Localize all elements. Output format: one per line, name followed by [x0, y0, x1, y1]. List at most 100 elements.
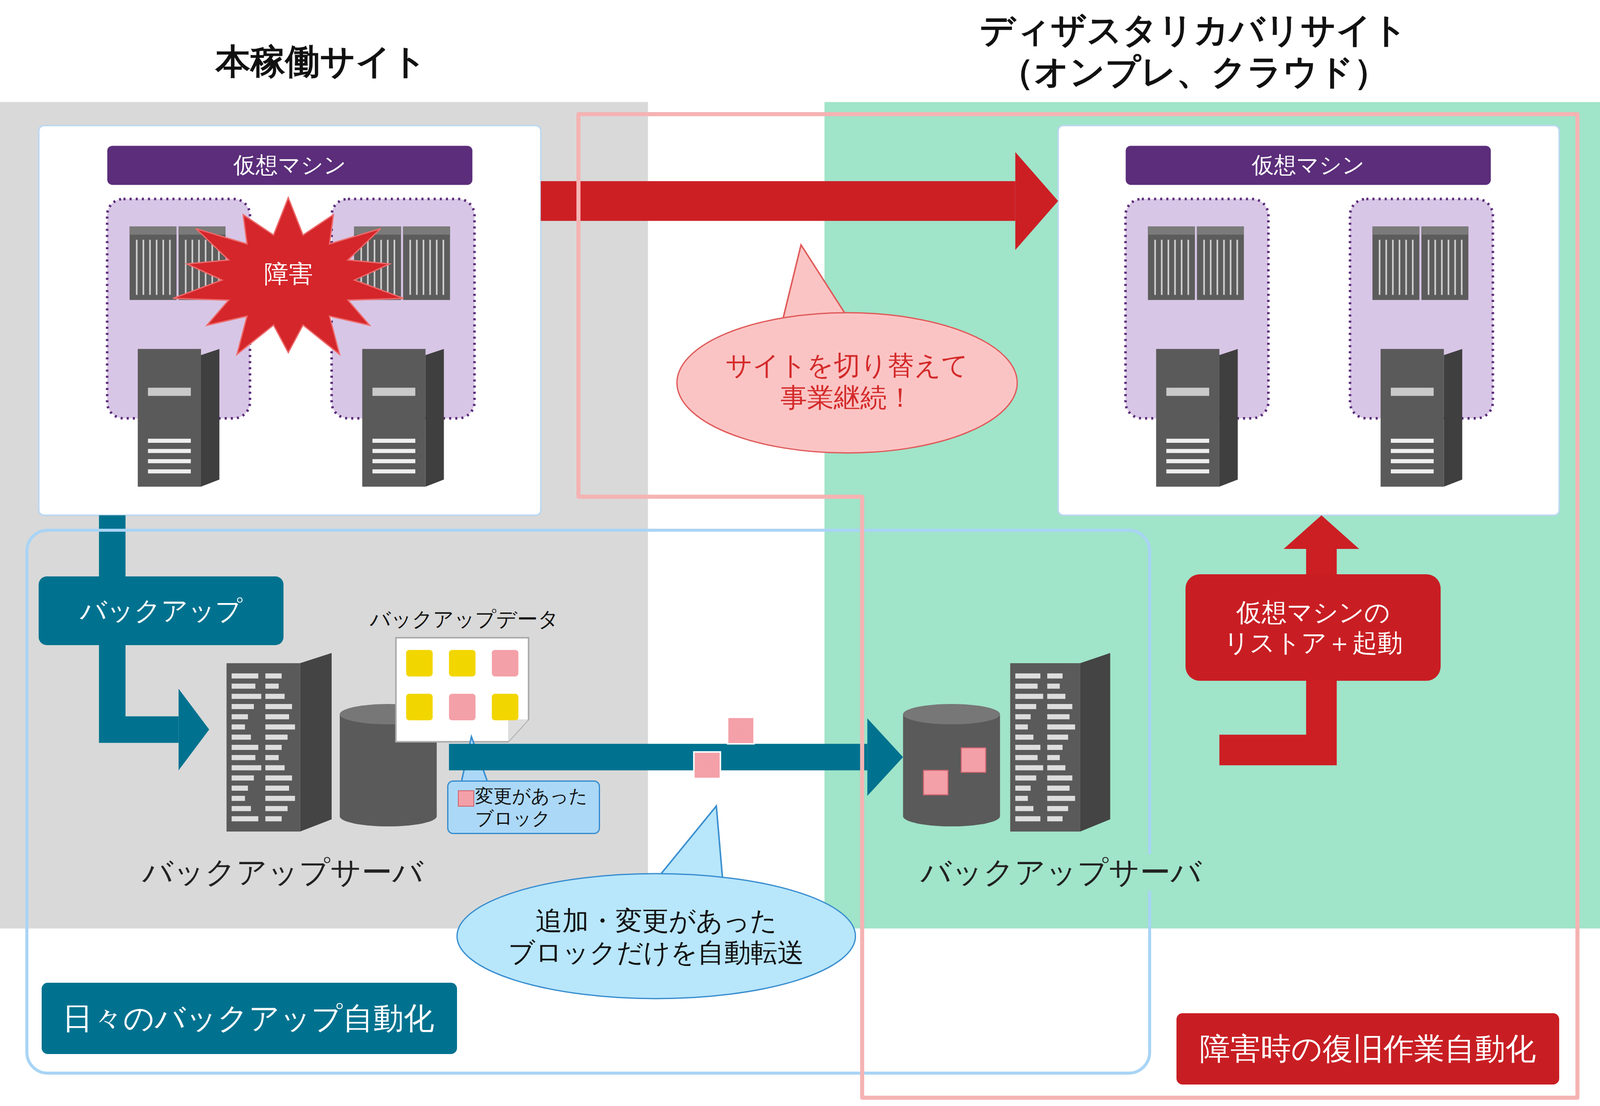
backup-tower-window — [1047, 806, 1069, 812]
backup-tower-window — [1015, 714, 1031, 720]
backup-tower-window — [1015, 775, 1037, 781]
tower-slot — [147, 387, 191, 397]
rack-top — [1372, 226, 1420, 235]
backup-tower-window — [1047, 744, 1063, 750]
burst-shape — [173, 197, 404, 355]
backup-tower-window — [1047, 785, 1070, 791]
backup-tower-window — [1015, 744, 1041, 750]
rack-unit — [1421, 226, 1469, 300]
backup-tower-window — [231, 734, 251, 740]
tower-vent — [1390, 438, 1434, 443]
backup-tower-window — [1047, 755, 1060, 761]
backup-tower-window — [231, 673, 259, 679]
data-block — [406, 649, 433, 677]
backup-tower-window — [265, 704, 293, 710]
rack-vent — [162, 239, 165, 295]
backup-tower-window — [1047, 673, 1063, 679]
rack-vent — [1216, 239, 1219, 295]
data-card — [396, 637, 529, 742]
backup-tower-window — [231, 785, 248, 791]
rack-vent — [1385, 239, 1387, 295]
backup-tower-window — [1047, 734, 1069, 740]
region-label: 日々のバックアップ自動化 — [41, 982, 458, 1055]
rack-vent — [1460, 239, 1463, 295]
tower-server — [137, 348, 202, 487]
tower-vent — [1166, 438, 1210, 443]
backup-tower-window — [231, 704, 254, 710]
backup-tower-window — [1047, 714, 1070, 720]
rack-vent — [184, 239, 187, 295]
site-band: 本稼働サイト仮想マシン障害バックアップデータ変更があった ブロックバックアップサ… — [0, 102, 649, 929]
data-block — [491, 649, 519, 677]
backup-tower-window — [265, 775, 293, 781]
tower-vent — [1166, 469, 1210, 474]
backup-tower-window — [1047, 775, 1073, 781]
backup-tower-window — [231, 765, 262, 771]
rack-unit — [129, 226, 177, 300]
backup-server: バックアップサーバ — [209, 658, 449, 898]
backup-tower-window — [265, 816, 282, 822]
backup-server: バックアップサーバ — [902, 658, 1220, 898]
backup-tower-window — [1047, 693, 1066, 699]
callout-ellipse — [676, 312, 1018, 454]
backup-tower-window — [231, 775, 254, 781]
tower-vent — [372, 448, 416, 454]
tower-vent — [372, 459, 416, 464]
backup-tower-window — [231, 816, 259, 822]
vm-panel-fill — [38, 125, 541, 516]
rack-vent — [1441, 239, 1443, 295]
backup-tower-window — [1015, 765, 1044, 771]
rack-vent — [1236, 239, 1239, 295]
backup-tower-window — [1015, 785, 1031, 791]
backup-tower-side — [300, 652, 332, 832]
speech-callout: 追加・変更があった ブロックだけを自動転送 — [455, 872, 857, 1000]
rack-top — [1421, 226, 1469, 235]
tower-server — [1380, 348, 1444, 487]
rack-vent — [1411, 239, 1414, 295]
rack-vent — [1209, 239, 1212, 295]
callout-text: 追加・変更があった ブロックだけを自動転送 — [506, 905, 806, 969]
backup-tower-window — [265, 714, 290, 720]
backup-tower-side — [1080, 652, 1111, 832]
rack-vent — [1161, 239, 1163, 295]
rack-vent — [409, 239, 412, 295]
storage-top — [902, 704, 1000, 725]
backup-tower-window — [231, 744, 259, 750]
tower-vent — [372, 438, 416, 443]
tower-server — [1156, 348, 1220, 487]
transferred-block — [727, 717, 755, 744]
rack-vent — [1180, 239, 1183, 295]
rack-vent — [1398, 239, 1401, 295]
storage-bottom — [902, 806, 1000, 827]
rack-vent — [1434, 239, 1436, 295]
arrow-head — [1283, 515, 1360, 549]
backup-tower-window — [265, 755, 279, 761]
backup-tower — [226, 663, 300, 832]
arrow-head — [178, 688, 210, 771]
rack-unit — [402, 226, 450, 300]
rack-top — [1148, 226, 1195, 235]
backup-tower-window — [231, 795, 245, 802]
backup-tower-window — [1015, 806, 1034, 812]
vm-panel: 仮想マシン障害 — [38, 125, 541, 516]
production-ground — [0, 102, 649, 929]
backup-tower-window — [1015, 816, 1041, 822]
site-band: ディザスタリカバリサイト （オンプレ、クラウド）仮想マシンバックアップサーバ — [824, 102, 1600, 929]
rack-vent — [1405, 239, 1408, 295]
tower-vent — [147, 469, 191, 474]
backup-tower-window — [1047, 816, 1063, 822]
speech-callout: サイトを切り替えて 事業継続！ — [675, 311, 1019, 455]
rack-vent — [435, 239, 438, 295]
vm-title-bar: 仮想マシン — [106, 145, 473, 185]
rack-top — [402, 226, 450, 235]
rack-unit — [1197, 226, 1244, 300]
vm-title-bar: 仮想マシン — [1125, 145, 1491, 185]
rack-vent — [387, 239, 389, 295]
rack-vent — [1392, 239, 1394, 295]
server-caption: バックアップサーバ — [137, 853, 428, 891]
site-heading: 本稼働サイト — [215, 40, 427, 83]
backup-tower-window — [1015, 795, 1028, 802]
arrow-label: 仮想マシンの リストア＋起動 — [1185, 574, 1441, 681]
tower-vent — [1390, 459, 1434, 464]
tower-vent — [1166, 459, 1210, 464]
